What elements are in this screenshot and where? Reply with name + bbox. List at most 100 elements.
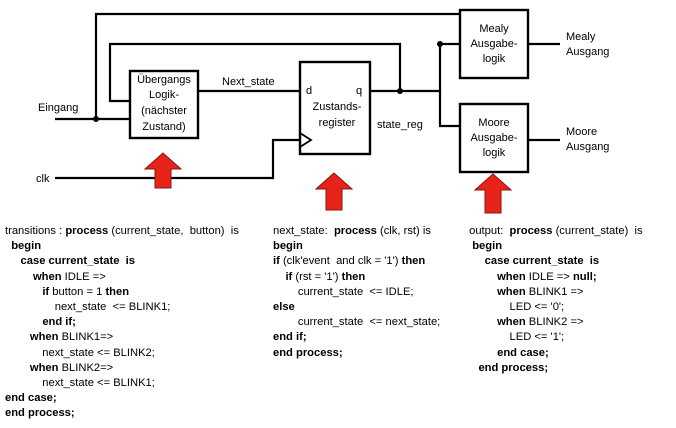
code-text: (current_state, button) is: [108, 225, 239, 237]
clock-edge-symbol: [299, 132, 313, 148]
code-line: begin: [5, 239, 239, 254]
code-text: [5, 255, 21, 267]
code-line: if (clk'event and clk = '1') then: [273, 254, 440, 269]
red-arrow-output: [473, 173, 513, 214]
state-reg-wire: [370, 89, 460, 128]
code-line: current_state <= next_state;: [273, 315, 440, 330]
code-line: if button = 1 then: [5, 285, 239, 300]
code-keyword: else: [273, 300, 295, 313]
code-text: [5, 286, 42, 298]
code-line: when IDLE => null;: [466, 270, 643, 285]
label-transition-logic-1: Übergangs: [137, 74, 191, 86]
code-text: (current_state) is: [552, 225, 643, 237]
code-line: transitions : process (current_state, bu…: [5, 224, 239, 239]
wire-junctions: [93, 41, 443, 122]
code-text: current_state <= IDLE;: [273, 285, 414, 298]
code-text: [466, 255, 485, 267]
code-keyword: when: [497, 270, 526, 283]
code-text: next_state <= BLINK2;: [5, 346, 155, 359]
code-keyword: end case;: [5, 392, 57, 405]
logic-blocks: [128, 8, 530, 174]
code-keyword: when: [497, 285, 526, 298]
code-keyword: then: [341, 270, 366, 283]
code-keyword: process: [333, 225, 377, 237]
code-keyword: process: [65, 225, 109, 237]
code-keyword: when: [29, 361, 59, 374]
code-keyword: process: [509, 225, 553, 237]
code-line: case current_state is: [5, 254, 239, 269]
code-keyword: case current_state is: [20, 255, 135, 268]
code-line: LED <= '0';: [466, 300, 643, 315]
code-line: when BLINK2 =>: [466, 315, 643, 330]
code-keyword: end if;: [273, 331, 307, 344]
code-text: [466, 347, 497, 359]
label-moore-output-1: Moore: [566, 126, 597, 138]
code-line: begin: [273, 239, 440, 254]
label-transition-logic-3: (nächster: [141, 105, 187, 117]
code-keyword: when: [29, 331, 59, 344]
transition-logic-block: [128, 69, 200, 140]
label-transition-logic-4: Zustand): [142, 121, 185, 133]
label-register-d: d: [306, 85, 312, 97]
code-keyword: when: [497, 316, 526, 329]
code-line: end process;: [5, 406, 239, 421]
code-text: BLINK2=>: [58, 361, 114, 374]
label-state-reg: state_reg: [377, 119, 423, 131]
code-text: BLINK1=>: [58, 331, 114, 344]
label-clk: clk: [36, 173, 50, 185]
red-arrow-next-state: [314, 172, 354, 211]
label-state-register-2: register: [319, 117, 356, 129]
code-keyword: end if;: [42, 316, 76, 329]
code-line: end process;: [466, 361, 643, 376]
code-text: LED <= '0';: [466, 300, 565, 313]
fsm-block-diagram: Übergangs Logik- (nächster Zustand) d q …: [36, 8, 609, 214]
code-line: else: [273, 300, 440, 315]
code-keyword: end process;: [5, 407, 75, 420]
label-register-q: q: [356, 85, 362, 97]
code-text: output:: [466, 225, 510, 237]
label-transition-logic-2: Logik-: [149, 89, 179, 101]
code-text: button = 1: [49, 285, 106, 298]
code-line: when BLINK1 =>: [466, 285, 643, 300]
code-keyword: if: [285, 270, 293, 283]
input-to-mealy-wire: [94, 12, 460, 119]
label-moore-output-2: Ausgang: [566, 141, 609, 153]
code-line: when IDLE =>: [5, 270, 239, 285]
code-line: next_state <= BLINK2;: [5, 346, 239, 361]
code-keyword: if: [42, 285, 50, 298]
code-text: [5, 331, 30, 343]
code-keyword: if: [273, 255, 280, 268]
code-block-output: output: process (current_state) is begin…: [466, 224, 643, 376]
code-keyword: when: [32, 270, 62, 283]
code-keyword: null;: [572, 270, 597, 283]
code-text: [466, 286, 497, 298]
code-line: when BLINK2=>: [5, 361, 239, 376]
code-text: LED <= '1';: [466, 331, 565, 344]
code-keyword: begin: [273, 240, 303, 253]
label-mealy-logic-1: Mealy: [479, 23, 509, 35]
label-mealy-output-1: Mealy: [566, 31, 596, 43]
code-line: output: process (current_state) is: [466, 224, 643, 239]
label-input: Eingang: [38, 102, 78, 114]
code-text: BLINK1 =>: [525, 285, 584, 298]
state-register-block: [298, 60, 372, 156]
label-moore-logic-1: Moore: [478, 117, 509, 129]
code-line: case current_state is: [466, 254, 643, 269]
diagram-labels: Übergangs Logik- (nächster Zustand) d q …: [36, 23, 609, 185]
code-keyword: end process;: [273, 346, 343, 359]
code-text: [5, 316, 42, 328]
state-to-mealy-wire: [438, 42, 460, 91]
code-keyword: then: [105, 285, 130, 298]
code-keyword: end process;: [478, 361, 549, 374]
code-line: next_state <= BLINK1;: [5, 300, 239, 315]
code-text: current_state <= next_state;: [273, 316, 441, 329]
code-text: [466, 316, 497, 328]
label-state-register-1: Zustands-: [313, 101, 362, 113]
label-moore-logic-3: logik: [483, 147, 506, 159]
moore-logic-block: [458, 102, 530, 174]
code-line: LED <= '1';: [466, 330, 643, 345]
red-arrow-transitions: [143, 152, 183, 189]
feedback-wire: [108, 42, 402, 103]
code-keyword: case current_state is: [484, 255, 600, 268]
